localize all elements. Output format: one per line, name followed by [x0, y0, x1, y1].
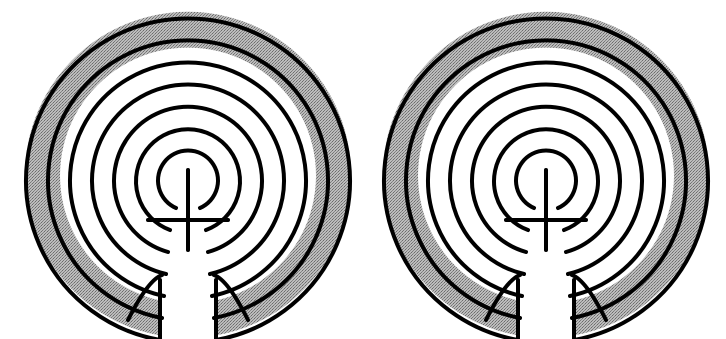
left-labyrinth	[25, 12, 351, 339]
right-labyrinth	[383, 12, 709, 339]
